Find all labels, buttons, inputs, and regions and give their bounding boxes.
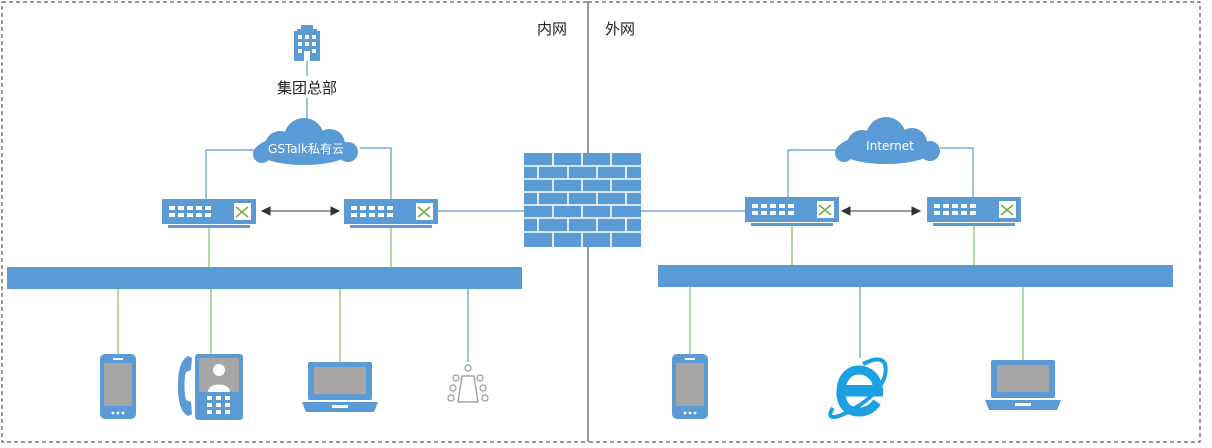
internet-explorer-icon — [828, 357, 888, 419]
network-switch-icon — [161, 198, 257, 229]
intranet-zone-border — [1, 1, 589, 443]
switch-link-arrows — [260, 206, 922, 216]
blue-links — [205, 55, 974, 362]
private-cloud-label: GSTalk私有云 — [268, 142, 344, 156]
network-switch-icon — [744, 196, 840, 227]
network-switch-icon — [343, 198, 439, 229]
smartphone-icon — [672, 354, 708, 419]
smartphone-icon — [100, 354, 136, 419]
headquarters-label: 集团总部 — [277, 79, 337, 97]
office-building-icon — [294, 25, 320, 61]
conference-room-icon — [447, 364, 489, 403]
intranet-bus — [7, 267, 522, 289]
network-switch-icon — [926, 196, 1022, 227]
green-links — [117, 226, 1024, 362]
internet-cloud-label: Internet — [866, 139, 914, 153]
firewall-icon — [524, 153, 641, 247]
laptop-icon — [985, 360, 1061, 410]
laptop-icon — [302, 362, 378, 412]
extranet-bus — [658, 265, 1173, 287]
extranet-label: 外网 — [605, 20, 635, 38]
intranet-label: 内网 — [537, 20, 567, 38]
video-phone-icon — [178, 354, 243, 420]
